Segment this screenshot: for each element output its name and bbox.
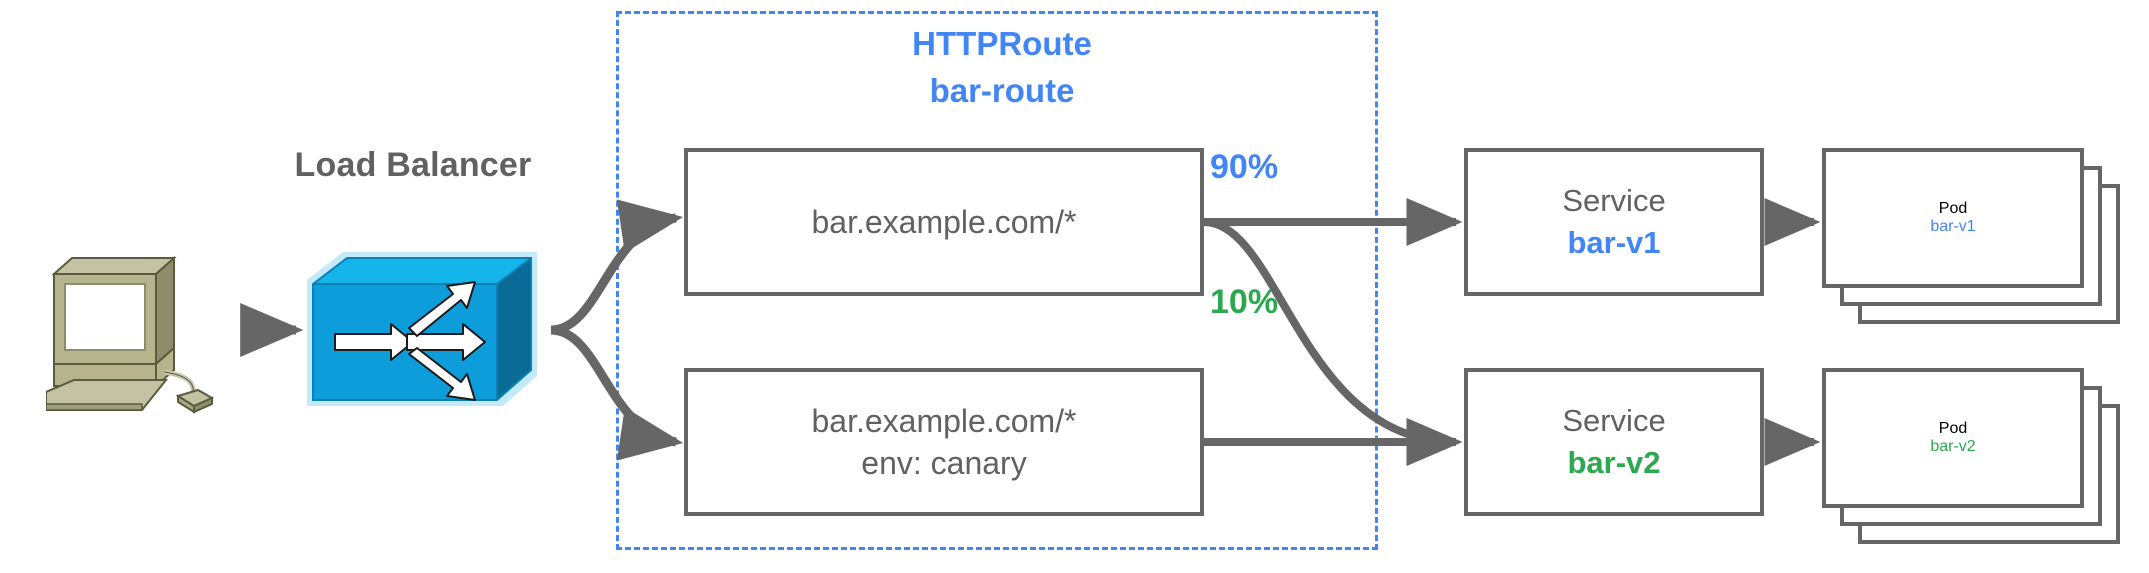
httproute-match-primary[interactable]: bar.example.com/* [684,148,1204,296]
service-kind-v1: Service [1562,183,1666,218]
service-kind-v2: Service [1562,403,1666,438]
load-balancer-label: Load Balancer [294,146,532,184]
service-box-bar-v1[interactable]: Service bar-v1 [1464,148,1764,296]
weight-label-primary: 90% [1210,148,1279,186]
pod-kind-v1: Pod [1938,200,1968,217]
httproute-title: HTTPRoute bar-route [742,20,1262,114]
httproute-match-canary[interactable]: bar.example.com/* env: canary [684,368,1204,516]
httproute-kind-label: HTTPRoute [912,25,1092,62]
workstation-icon [45,252,236,417]
service-name-v2: bar-v2 [1567,445,1661,480]
pod-replica-layer-1[interactable]: Pod bar-v1 [1822,148,2084,288]
pod-name-v2: bar-v2 [1930,438,1976,455]
match-header-canary: env: canary [861,445,1027,481]
load-balancer-switch-icon [303,248,548,413]
pod-stack-bar-v2[interactable]: Pod bar-v2 [1822,368,2149,573]
httproute-name-label: bar-route [929,72,1075,109]
pod-stack-bar-v1[interactable]: Pod bar-v1 [1822,148,2149,358]
match-hostname-canary: bar.example.com/* [811,403,1077,439]
pod-name-v1: bar-v1 [1930,218,1976,235]
match-hostname-primary: bar.example.com/* [811,204,1077,240]
pod-replica-layer-1[interactable]: Pod bar-v2 [1822,368,2084,508]
service-box-bar-v2[interactable]: Service bar-v2 [1464,368,1764,516]
weight-label-canary: 10% [1210,283,1279,321]
service-name-v1: bar-v1 [1567,225,1661,260]
pod-kind-v2: Pod [1938,420,1968,437]
